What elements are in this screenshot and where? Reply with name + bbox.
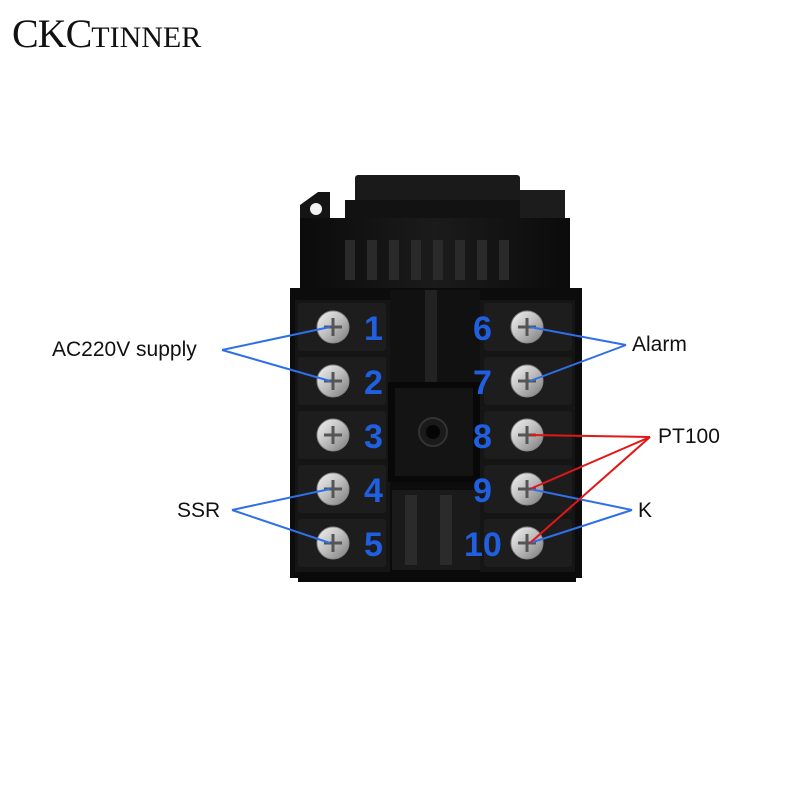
terminal-number-2: 2 — [364, 364, 383, 402]
ssr-line-5 — [231, 509, 331, 544]
terminal-number-9: 9 — [473, 472, 492, 510]
brand-name-small: TINNER — [91, 21, 202, 54]
label-k: K — [638, 499, 653, 522]
k-line-10 — [529, 509, 633, 544]
terminal-number-1: 1 — [364, 310, 383, 348]
center-panel — [388, 290, 480, 570]
label-alarm: Alarm — [632, 333, 687, 356]
pt100-line-9 — [529, 436, 651, 490]
terminal-number-10: 10 — [464, 526, 502, 564]
ssr-line-4 — [231, 488, 331, 511]
label-supply: AC220V supply — [52, 338, 197, 361]
terminal-number-6: 6 — [473, 310, 492, 348]
connector-lines-red — [529, 434, 651, 544]
connector-lines-blue — [221, 326, 633, 544]
terminal-number-7: 7 — [473, 364, 492, 402]
supply-line-1 — [221, 326, 331, 351]
screw-terminals-right — [510, 310, 544, 560]
terminal-number-3: 3 — [364, 418, 383, 456]
label-ssr: SSR — [177, 499, 221, 522]
supply-line-2 — [221, 349, 331, 382]
terminal-number-4: 4 — [364, 472, 383, 510]
mounting-clip — [300, 175, 565, 222]
pt100-line-8 — [529, 434, 651, 438]
terminal-number-8: 8 — [473, 418, 492, 456]
k-line-9 — [529, 488, 633, 511]
screw-terminals-left — [316, 310, 350, 560]
brand-logo: CKCTINNER — [12, 14, 201, 54]
terminal-number-5: 5 — [364, 526, 383, 564]
label-pt100: PT100 — [658, 425, 720, 448]
alarm-line-7 — [529, 344, 627, 382]
pt100-line-10 — [529, 436, 651, 544]
alarm-line-6 — [529, 326, 627, 346]
brand-name-big: CKC — [12, 11, 92, 56]
